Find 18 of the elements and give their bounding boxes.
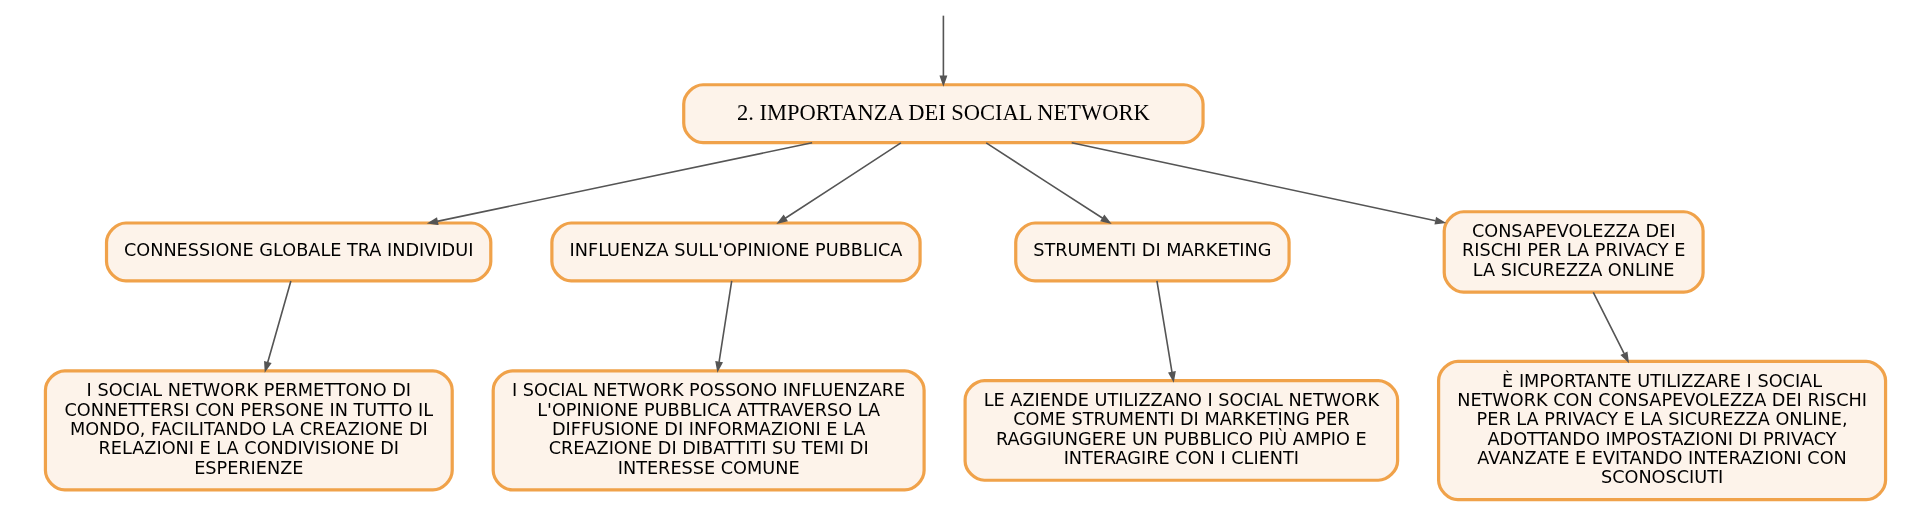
arrow bbox=[776, 142, 902, 225]
arrow bbox=[985, 142, 1112, 225]
arrow bbox=[426, 141, 813, 226]
arrow bbox=[1592, 291, 1629, 364]
arrow bbox=[1070, 141, 1447, 225]
node-box: 2. IMPORTANZA DEI SOCIAL NETWORK bbox=[682, 83, 1205, 145]
arrow bbox=[264, 280, 292, 373]
node-box: CONNESSIONE GLOBALE TRA INDIVIDUI bbox=[104, 221, 493, 283]
arrow bbox=[1156, 280, 1176, 383]
arrow bbox=[939, 14, 948, 87]
node-box: È IMPORTANTE UTILIZZARE I SOCIAL NETWORK CON CONSAPEVOLEZZA DEI RISCHI PER LA PRIVACY E LA SICUREZZA ONLINE, ADOTTANDO IMPOSTAZIONI DI PRIVACY AVANZATE E EVITANDO INTERAZIONI CON SCONOSCIUTI bbox=[1437, 359, 1888, 502]
node-box: STRUMENTI DI MARKETING bbox=[1014, 221, 1291, 283]
node-box: I SOCIAL NETWORK PERMETTONO DI CONNETTERSI CON PERSONE IN TUTTO IL MONDO, FACILITANDO LA CREAZIONE DI RELAZIONI E LA CONDIVISIONE DI ESPERIENZE bbox=[43, 369, 454, 492]
node-box: I SOCIAL NETWORK POSSONO INFLUENZARE L'OPINIONE PUBBLICA ATTRAVERSO LA DIFFUSIONE DI INFORMAZIONI E LA CREAZIONE DI DIBATTITI SU TEMI DI INTERESSE COMUNE bbox=[491, 369, 926, 492]
arrow bbox=[715, 280, 733, 373]
node-box: CONSAPEVOLEZZA DEI RISCHI PER LA PRIVACY E LA SICUREZZA ONLINE bbox=[1442, 210, 1705, 294]
node-box: INFLUENZA SULL'OPINIONE PUBBLICA bbox=[550, 221, 922, 283]
node-box: LE AZIENDE UTILIZZANO I SOCIAL NETWORK COME STRUMENTI DI MARKETING PER RAGGIUNGERE UN PUBBLICO PIÙ AMPIO E INTERAGIRE CON I CLIENTI bbox=[963, 378, 1400, 482]
